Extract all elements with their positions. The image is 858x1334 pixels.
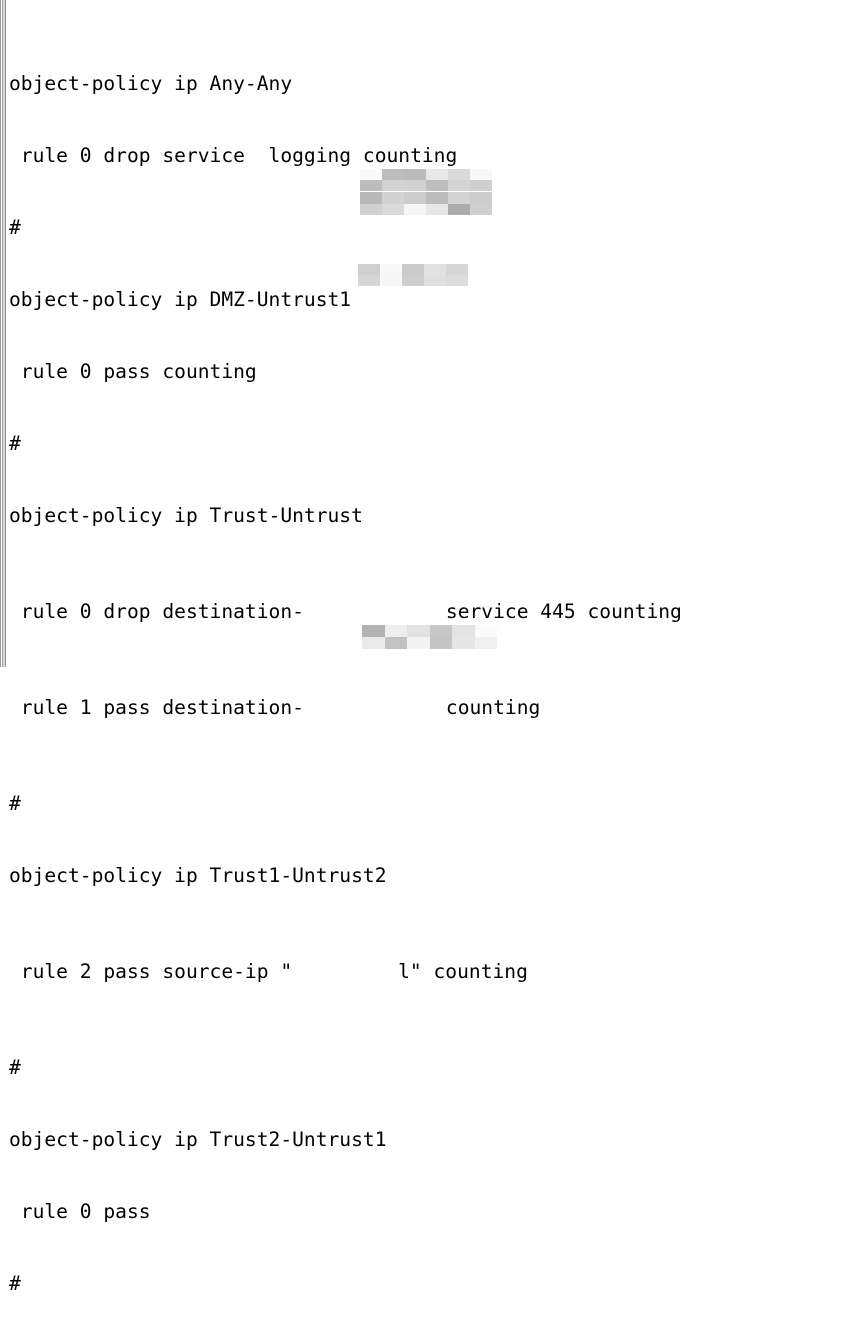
- config-line-text-tail: service 445 counting: [445, 600, 682, 623]
- config-line: #: [9, 432, 858, 456]
- config-line-text: #: [9, 432, 21, 455]
- config-line: #: [9, 1056, 858, 1080]
- config-line-text: rule 0 drop service logging counting: [9, 144, 458, 167]
- config-line-text: rule 0 pass counting: [9, 360, 257, 383]
- object-policy-config-text[interactable]: object-policy ip Any-Any rule 0 drop ser…: [9, 0, 858, 1295]
- config-line: rule 0 pass counting: [9, 360, 858, 384]
- config-line: #: [9, 792, 858, 816]
- config-line-redacted: rule 0 drop destination-service 445 coun…: [9, 600, 858, 624]
- config-line-text: object-policy ip Trust-Untrust: [9, 504, 363, 527]
- config-line-redacted: rule 1 pass destination-counting: [9, 696, 858, 720]
- config-line: rule 0 pass: [9, 1200, 858, 1224]
- config-line-redacted: rule 2 pass source-ip " l" counting: [9, 960, 858, 984]
- console-output-frame: object-policy ip Any-Any rule 0 drop ser…: [0, 0, 858, 1295]
- config-line-text-tail: counting: [445, 696, 541, 719]
- config-line: object-policy ip Trust2-Untrust1: [9, 1128, 858, 1152]
- bevel-line-5: [5, 0, 6, 667]
- bevel-line-2: [1, 0, 2, 667]
- config-line-text: object-policy ip Trust1-Untrust2: [9, 864, 387, 887]
- config-line-text: rule 0 drop destination-: [9, 600, 304, 623]
- config-line-text: rule 1 pass destination-: [9, 696, 304, 719]
- bevel-line-1: [0, 0, 1, 667]
- config-line-text: rule 0 pass: [9, 1200, 151, 1223]
- pane-left-bevel: [0, 0, 9, 667]
- config-line: #: [9, 216, 858, 240]
- config-line: object-policy ip Trust1-Untrust2: [9, 864, 858, 888]
- config-line-text: #: [9, 1272, 21, 1295]
- config-line-text: object-policy ip Trust2-Untrust1: [9, 1128, 387, 1151]
- config-line: object-policy ip DMZ-Untrust1: [9, 288, 858, 312]
- config-line: rule 0 drop service logging counting: [9, 144, 858, 168]
- config-line-text-tail: l" counting: [398, 960, 528, 983]
- config-line: object-policy ip Trust-Untrust: [9, 504, 858, 528]
- config-line-text: #: [9, 216, 21, 239]
- config-line-text: #: [9, 792, 21, 815]
- bevel-line-3: [2, 0, 3, 667]
- config-line: #: [9, 1272, 858, 1296]
- config-line-text: object-policy ip Any-Any: [9, 72, 293, 95]
- config-line-text: object-policy ip DMZ-Untrust1: [9, 288, 352, 311]
- bevel-line-4: [3, 0, 5, 667]
- config-line-text: rule 2 pass source-ip ": [9, 960, 293, 983]
- bevel-line-6: [6, 0, 7, 667]
- config-line: object-policy ip Any-Any: [9, 72, 858, 96]
- config-line-text: #: [9, 1056, 21, 1079]
